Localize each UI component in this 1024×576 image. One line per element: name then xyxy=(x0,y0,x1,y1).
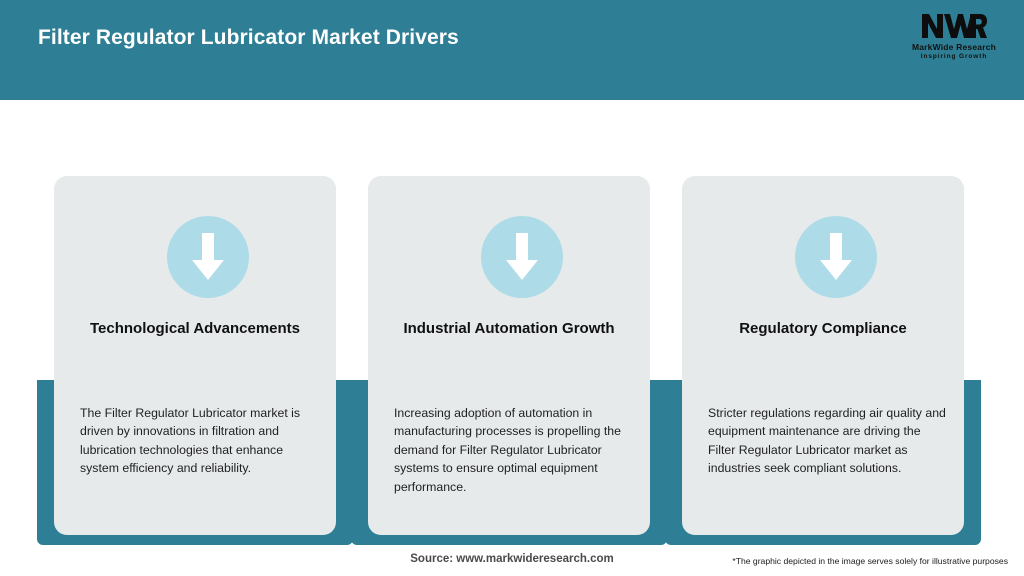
header-banner: Filter Regulator Lubricator Market Drive… xyxy=(0,0,1024,100)
logo-mark-icon xyxy=(902,12,1006,42)
down-arrow-icon xyxy=(795,216,877,298)
disclaimer-note: *The graphic depicted in the image serve… xyxy=(732,556,1008,566)
driver-card-3: Regulatory Compliance Stricter regulatio… xyxy=(665,100,981,545)
card-panel: Technological Advancements The Filter Re… xyxy=(54,176,336,535)
down-arrow-icon xyxy=(481,216,563,298)
card-body-text: Increasing adoption of automation in man… xyxy=(394,406,621,494)
down-arrow-icon xyxy=(167,216,249,298)
card-title: Regulatory Compliance xyxy=(739,320,907,337)
source-label: Source: www.markwideresearch.com xyxy=(410,553,614,565)
markwide-research-logo: MarkWide Research Inspiring Growth xyxy=(902,12,1006,66)
card-body-text: The Filter Regulator Lubricator market i… xyxy=(80,406,301,476)
driver-cards-container: Technological Advancements The Filter Re… xyxy=(0,100,1024,545)
card-panel: Regulatory Compliance Stricter regulatio… xyxy=(682,176,964,535)
driver-card-2: Industrial Automation Growth Increasing … xyxy=(351,100,667,545)
card-body-text: Stricter regulations regarding air quali… xyxy=(708,406,946,476)
card-panel: Industrial Automation Growth Increasing … xyxy=(368,176,650,535)
card-title: Industrial Automation Growth xyxy=(403,320,615,337)
logo-company-name: MarkWide Research xyxy=(911,42,997,52)
page-title: Filter Regulator Lubricator Market Drive… xyxy=(38,26,459,49)
driver-card-1: Technological Advancements The Filter Re… xyxy=(37,100,353,545)
card-title: Technological Advancements xyxy=(89,320,301,337)
logo-tagline: Inspiring Growth xyxy=(920,53,988,60)
